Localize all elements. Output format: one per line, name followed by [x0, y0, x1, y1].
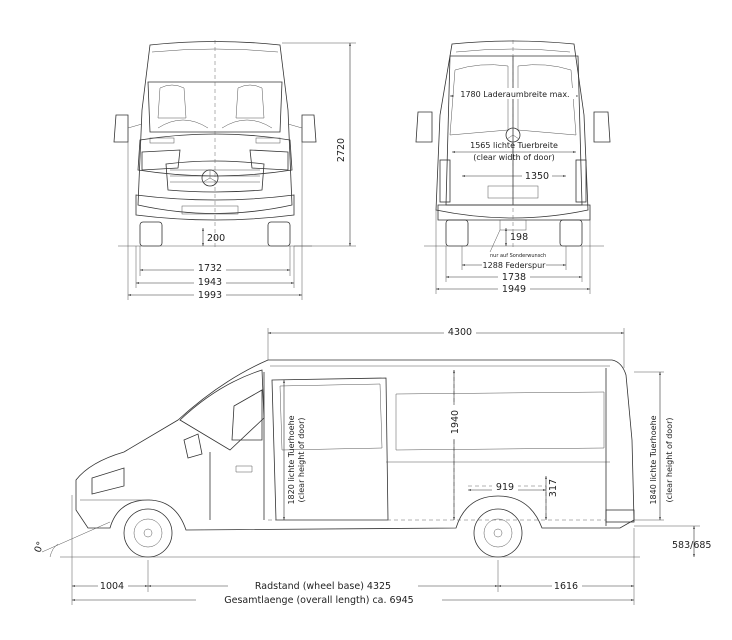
overall-length-label: Gesamtlaenge (overall length) ca. 6945	[224, 595, 413, 606]
side-door-height-label: 1820 lichte Tuerhoehe	[287, 415, 296, 504]
rear-clearance-label: 198	[510, 232, 528, 243]
side-interior-height-label: 1940	[450, 410, 461, 434]
rear-door-width-label: 1565 lichte Tuerbreite	[470, 141, 558, 150]
front-mirror-width-label: 1993	[198, 290, 222, 301]
wheel-well-height-label: 317	[548, 479, 559, 497]
front-width-label: 1943	[198, 277, 222, 288]
front-view: 2720 200 1732 1943 1993	[113, 40, 356, 301]
rear-inner-width-label: 1350	[525, 171, 549, 182]
side-cargo-length-label: 4300	[448, 327, 472, 338]
rear-spring-track-label: 1288 Federspur	[483, 261, 547, 270]
side-view: 4300 1940 1820 lichte Tuerhoehe (clear h…	[33, 326, 711, 606]
rear-special-note: nur auf Sonderwunsch	[490, 253, 546, 259]
rear-width-label: 1949	[502, 284, 526, 295]
rear-door-width-en-label: (clear width of door)	[473, 153, 555, 162]
side-door-height-en-label: (clear height of door)	[297, 418, 306, 503]
front-clearance-label: 200	[207, 233, 225, 244]
front-overhang-label: 1004	[100, 581, 124, 592]
rear-door-height-en-label: (clear height of door)	[665, 418, 674, 503]
wheelbase-label: Radstand (wheel base) 4325	[255, 581, 391, 592]
rear-load-width-label: 1780 Laderaumbreite max.	[460, 90, 569, 99]
rear-track-label: 1738	[502, 272, 526, 283]
approach-angle-label: 0°	[33, 540, 47, 554]
rear-view: 1780 Laderaumbreite max. 1565 lichte Tue…	[415, 40, 611, 295]
load-height-label: 583/685	[672, 540, 711, 551]
wheel-well-width-label: 919	[496, 482, 514, 493]
front-height-label: 2720	[336, 138, 347, 162]
rear-overhang-label: 1616	[554, 581, 578, 592]
front-track-label: 1732	[198, 263, 222, 274]
rear-door-height-label: 1840 lichte Tuerhoehe	[649, 415, 658, 504]
